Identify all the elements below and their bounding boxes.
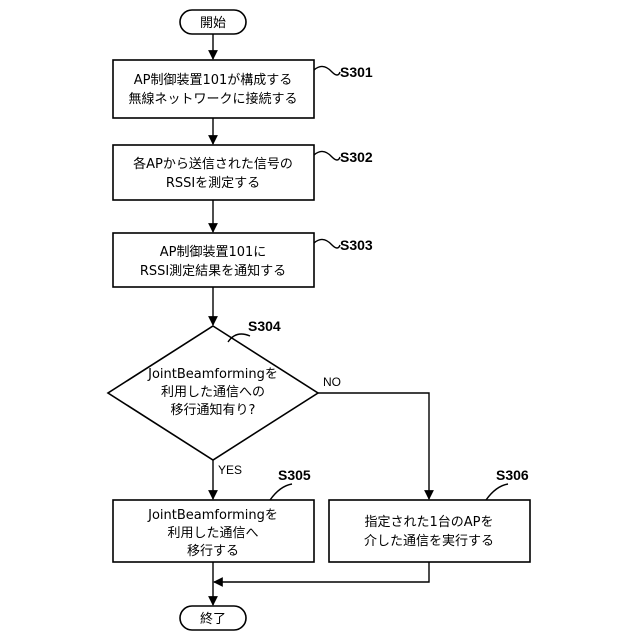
s306-line-1: 指定された1台のAPを [364,515,493,530]
no-branch-label: NO [323,375,341,389]
s303-line-2: RSSI測定結果を通知する [140,263,286,279]
s301-leader [314,66,340,75]
s305-step-id: S305 [278,467,311,483]
start-label: 開始 [200,16,226,31]
s305-leader [270,484,292,500]
start-terminal: 開始 [180,10,246,34]
yes-branch-label: YES [218,463,242,477]
decision-s304: JointBeamformingを 利用した通信への 移行通知有り? [108,326,318,460]
s305-line-2: 利用した通信へ [167,526,258,541]
s306-leader [486,484,508,500]
arrow-s304-no-to-s306 [318,393,429,499]
s302-line-1: 各APから送信された信号の [133,156,293,172]
s301-line-1: AP制御装置101が構成する [134,73,293,88]
process-s301: AP制御装置101が構成する 無線ネットワークに接続する [113,60,314,118]
s304-line-1: JointBeamformingを [147,367,278,382]
s301-line-2: 無線ネットワークに接続する [128,91,297,107]
s303-leader [314,239,340,248]
s302-step-id: S302 [340,149,373,165]
s304-step-id: S304 [248,318,281,334]
s303-step-id: S303 [340,237,373,253]
arrow-s306-merge [214,562,429,582]
s301-step-id: S301 [340,64,373,80]
s304-line-2: 利用した通信への [161,385,265,400]
end-terminal: 終了 [180,606,246,630]
s302-leader [314,151,340,160]
s305-line-1: JointBeamformingを [147,508,278,523]
end-label: 終了 [200,611,226,627]
s304-line-3: 移行通知有り? [171,402,256,418]
s302-line-2: RSSIを測定する [166,176,260,191]
process-s303: AP制御装置101に RSSI測定結果を通知する [113,233,314,287]
s305-line-3: 移行する [187,544,239,559]
s306-step-id: S306 [496,467,529,483]
s306-line-2: 介した通信を実行する [364,533,494,549]
process-s302: 各APから送信された信号の RSSIを測定する [113,145,314,200]
process-s305: JointBeamformingを 利用した通信へ 移行する [113,500,314,562]
s303-line-1: AP制御装置101に [160,245,267,260]
process-s306: 指定された1台のAPを 介した通信を実行する [329,500,530,562]
